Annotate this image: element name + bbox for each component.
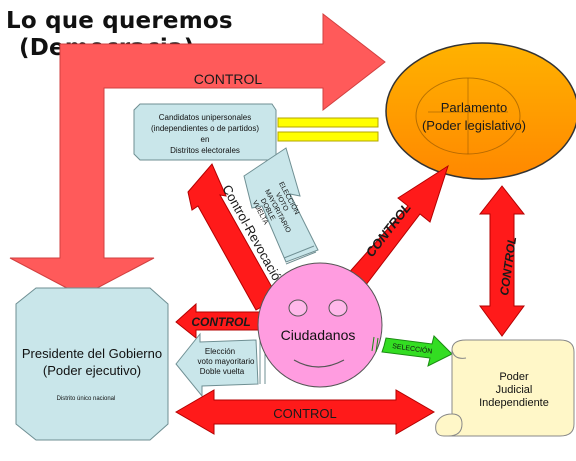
candidatos-line-2: (independientes o de partidos) — [151, 124, 259, 133]
right-eye-icon — [328, 299, 348, 317]
ciudadanos-label: Ciudadanos — [281, 327, 356, 343]
candidatos-line-1: Candidatos unipersonales — [159, 113, 252, 122]
smile-icon — [293, 359, 345, 368]
left-eye-icon — [288, 299, 308, 317]
parlamento-line-1: Parlamento — [441, 100, 507, 115]
parlamento-node: Parlamento (Poder legislativo) — [385, 42, 576, 180]
judicial-line-2: Judicial — [496, 384, 533, 396]
judicial-line-1: Poder — [499, 371, 529, 383]
seleccion-arrow: SELECCIÓN — [371, 335, 453, 367]
eleccion-pres-line-1: Elección — [205, 347, 235, 356]
candidatos-node: Candidatos unipersonales (independientes… — [133, 103, 277, 161]
presidente-note: Distrito único nacional — [57, 396, 116, 402]
bottom-control-label: CONTROL — [273, 406, 337, 421]
presidente-control-arrow: CONTROL — [175, 302, 263, 340]
candidatos-line-3: en — [201, 135, 210, 144]
presidente-line-1: Presidente del Gobierno — [22, 346, 162, 361]
candidatos-parlamento-connector — [277, 117, 379, 142]
judicial-node: Poder Judicial Independiente — [435, 339, 575, 437]
presidente-node: Presidente del Gobierno (Poder ejecutivo… — [15, 287, 169, 441]
eleccion-parlamento-arrow: ELECCIÓN VOTO MAYORITARIO DOBLE VUELTA — [243, 147, 319, 265]
bottom-control-arrow: CONTROL — [175, 389, 435, 435]
top-control-label: CONTROL — [194, 71, 263, 87]
candidatos-line-4: Distritos electorales — [170, 146, 240, 155]
ciudadanos-node: Ciudadanos — [257, 262, 383, 388]
presidente-line-2: (Poder ejecutivo) — [43, 363, 141, 378]
judicial-line-3: Independiente — [479, 397, 549, 409]
parlamento-control-arrow: CONTROL — [345, 164, 449, 291]
eleccion-presidente-arrow: Elección voto mayoritario Doble vuelta — [175, 332, 266, 398]
eleccion-pres-line-2: voto mayoritario — [198, 357, 255, 366]
eleccion-pres-line-3: Doble vuelta — [200, 367, 245, 376]
presidente-control-label: CONTROL — [191, 315, 250, 329]
title-line-1: Lo que queremos — [6, 8, 233, 34]
parlamento-line-2: (Poder legislativo) — [422, 118, 526, 133]
top-control-arrow — [9, 12, 386, 297]
parlamento-judicial-control-arrow: CONTROL — [478, 185, 526, 337]
